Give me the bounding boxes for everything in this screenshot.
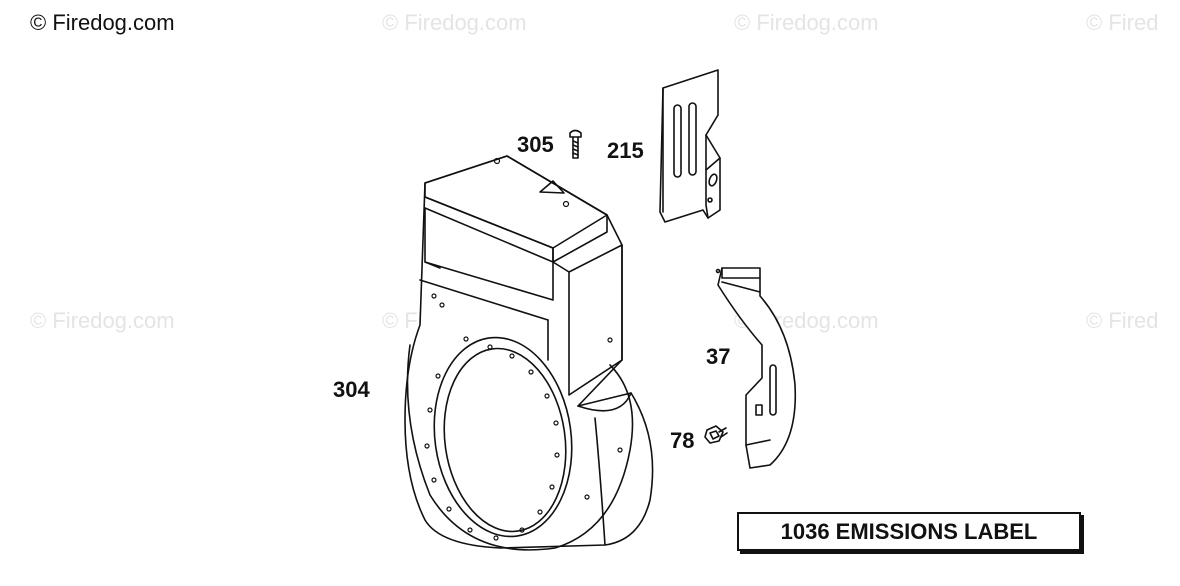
- watermark: © Firedog.com: [30, 308, 175, 333]
- part-label-215: 215: [607, 138, 644, 163]
- watermark: © Firedog.com: [734, 10, 879, 35]
- shield-37-drawing: [715, 267, 797, 469]
- part-label-37: 37: [706, 344, 731, 369]
- screw-305-drawing: [569, 129, 582, 159]
- watermark: © Fired: [1086, 308, 1159, 333]
- copyright-watermark: © Firedog.com: [30, 10, 175, 35]
- emissions-label-box: 1036 EMISSIONS LABEL: [737, 512, 1081, 551]
- bracket-215-drawing: [659, 69, 721, 223]
- part-label-78: 78: [670, 428, 695, 453]
- blower-housing-drawing: [404, 155, 654, 551]
- part-label-304: 304: [333, 377, 370, 402]
- watermark: © Fired: [1086, 10, 1159, 35]
- watermark: © Firedog.com: [382, 10, 527, 35]
- bolt-78-drawing: [704, 425, 728, 444]
- part-label-305: 305: [517, 132, 554, 157]
